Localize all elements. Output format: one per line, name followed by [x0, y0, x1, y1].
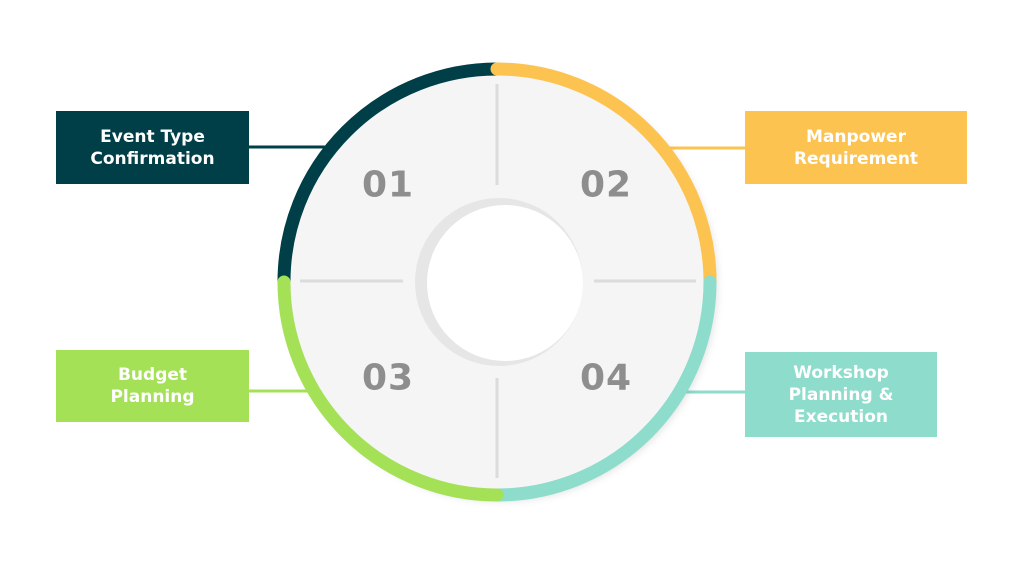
ring-segment-04	[490, 275, 717, 502]
step-number-01: 01	[361, 164, 415, 206]
step-label-04: Workshop Planning & Execution	[745, 352, 937, 437]
ring-segment-03	[277, 275, 504, 502]
ring-segment-02	[490, 62, 717, 289]
step-label-02: Manpower Requirement	[745, 111, 967, 184]
step-number-02: 02	[579, 164, 633, 206]
ring-segment-01	[277, 62, 504, 289]
dividers	[300, 84, 696, 478]
step-label-01: Event Type Confirmation	[56, 111, 249, 184]
step-number-03: 03	[361, 357, 415, 399]
center-hole	[427, 205, 583, 361]
step-number-04: 04	[579, 357, 633, 399]
step-label-03: Budget Planning	[56, 350, 249, 422]
